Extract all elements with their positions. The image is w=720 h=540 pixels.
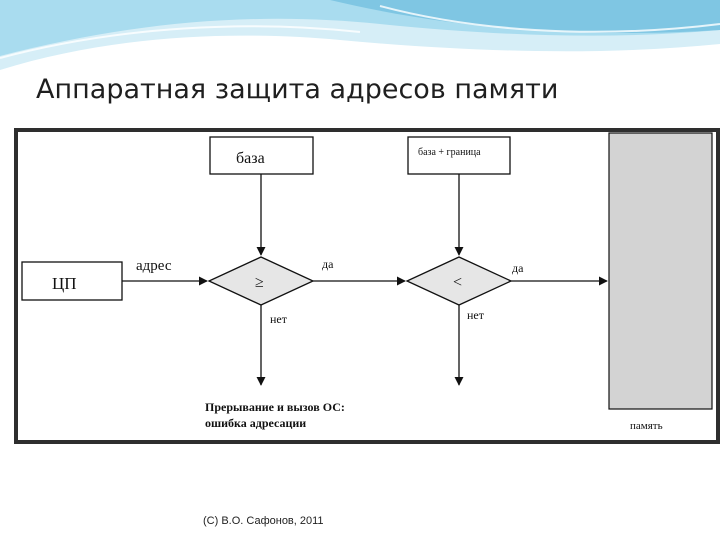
error-message-line2: ошибка адресации [205, 416, 306, 430]
memory-label: память [630, 420, 663, 432]
diagram-canvas [18, 132, 716, 440]
base-register-label: база [236, 150, 265, 167]
error-message-line1: Прерывание и вызов ОС: [205, 400, 345, 414]
no-label-2: нет [467, 308, 485, 322]
yes-label-2: да [512, 261, 524, 275]
base-limit-label: база + граница [418, 147, 481, 158]
base-limit-box [407, 136, 511, 175]
compare-lt-symbol: < [453, 274, 462, 291]
yes-label-1: да [322, 257, 334, 271]
header-banner [0, 0, 720, 70]
compare-ge-symbol: ≥ [255, 274, 264, 291]
copyright-footer: (C) В.О. Сафонов, 2011 [203, 515, 324, 527]
cpu-box [21, 261, 123, 301]
slide-title: Аппаратная защита адресов памяти [36, 74, 559, 105]
cpu-label: ЦП [52, 274, 77, 293]
memory-block [608, 132, 713, 410]
diagram-frame [14, 128, 720, 444]
no-label-1: нет [270, 312, 288, 326]
address-label: адрес [136, 258, 172, 274]
